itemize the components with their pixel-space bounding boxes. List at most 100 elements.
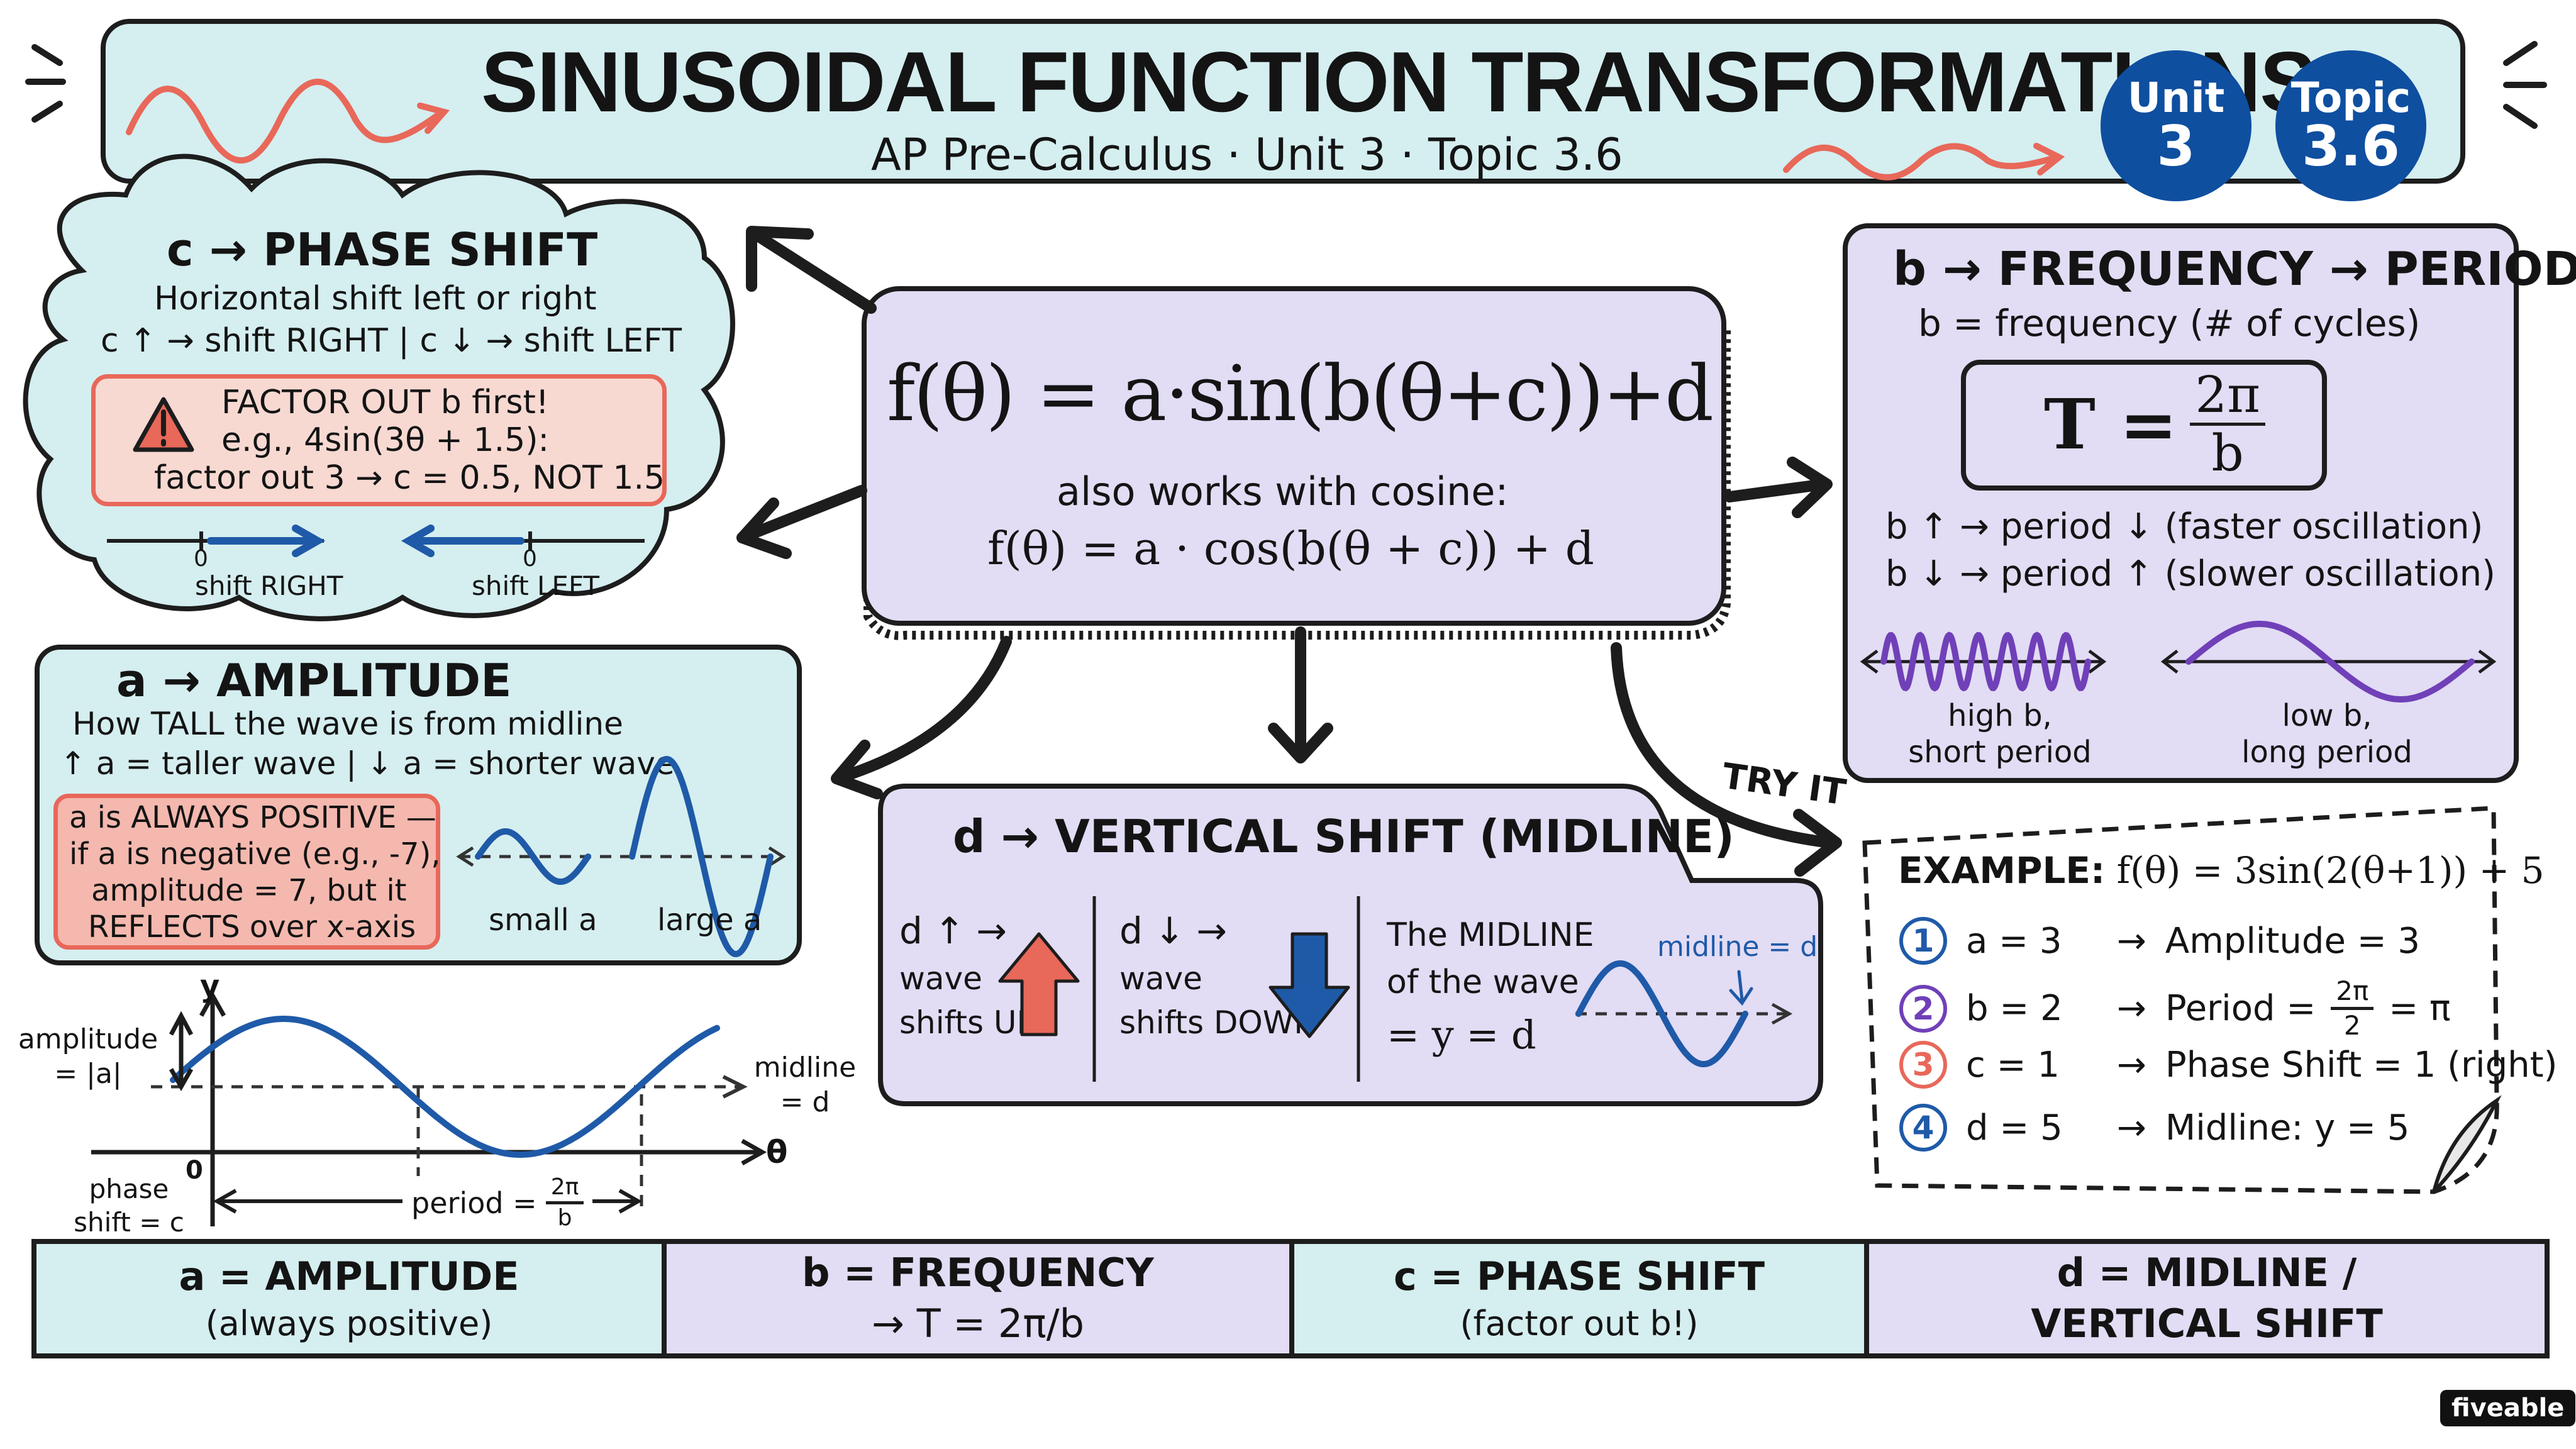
- graph-phase-label: phase shift = c: [69, 1173, 189, 1239]
- graph-amplitude-label-2: = |a|: [54, 1058, 122, 1090]
- shift-right-zero: 0: [194, 546, 208, 572]
- graph-period-text: period =: [411, 1185, 537, 1220]
- shift-up-text: d ↑ → wave shifts UP: [899, 906, 1036, 1045]
- unit-badge-label: Unit: [2127, 74, 2225, 122]
- midline-text-2: of the wave: [1387, 963, 1579, 1002]
- graph-amplitude-label: amplitude = |a|: [13, 1022, 164, 1091]
- graph-midline-label: midline = d: [745, 1050, 865, 1119]
- small-a-label: small a: [489, 902, 597, 938]
- low-b-label: low b, long period: [2233, 698, 2421, 770]
- graph-theta-label: θ: [766, 1134, 788, 1170]
- step-2-arrow: →: [2117, 988, 2146, 1029]
- step-2-left: b = 2: [1966, 988, 2063, 1029]
- graph-period-fraction: 2π b: [545, 1176, 584, 1231]
- step-1-number: 1: [1899, 917, 1947, 965]
- graph-period-den: b: [557, 1205, 572, 1231]
- example-step-4: 4 d = 5 → Midline: y = 5: [1899, 1104, 2409, 1152]
- frequency-line1: b = frequency (# of cycles): [1918, 302, 2421, 345]
- high-b-wave: [1880, 631, 2091, 692]
- footer-frequency-1: b = FREQUENCY: [802, 1250, 1154, 1296]
- frequency-line2: b ↑ → period ↓ (faster oscillation): [1885, 506, 2484, 547]
- header-wave-right: [1783, 143, 2060, 180]
- amplitude-warning-4: REFLECTS over x-axis: [88, 909, 416, 945]
- header-banner: [101, 19, 2465, 184]
- period-denominator: b: [2211, 424, 2244, 482]
- unit-badge-value: 3: [2157, 114, 2196, 179]
- step-3-number: 3: [1899, 1041, 1947, 1089]
- step-3-arrow: →: [2117, 1044, 2146, 1085]
- graph-y-label: y: [200, 969, 220, 1004]
- footer-frequency: b = FREQUENCY → T = 2π/b: [662, 1239, 1294, 1358]
- phase-warning-line2: e.g., 4sin(3θ + 1.5):: [221, 421, 550, 459]
- arrow-to-frequency: [1724, 479, 1829, 502]
- step-4-arrow: →: [2117, 1107, 2146, 1148]
- center-formula-box: [862, 286, 1726, 626]
- step-2-den: 2: [2343, 1010, 2361, 1041]
- amplitude-warning-1: a is ALWAYS POSITIVE —: [69, 800, 436, 835]
- main-formula: f(θ) = a·sin(b(θ+c))+d: [887, 349, 1714, 438]
- footer-phase: c = PHASE SHIFT (factor out b!): [1289, 1239, 1869, 1358]
- amplitude-warning: [53, 794, 440, 950]
- step-1-arrow: →: [2117, 920, 2146, 962]
- period-formula-lhs: T =: [2044, 384, 2178, 465]
- period-numerator: 2π: [2190, 370, 2265, 426]
- emphasis-marks-right: [2503, 41, 2547, 129]
- step-4-number: 4: [1899, 1104, 1947, 1152]
- shift-down-text: d ↓ → wave shifts DOWN: [1119, 906, 1318, 1045]
- footer-midline: d = MIDLINE / VERTICAL SHIFT: [1864, 1239, 2550, 1358]
- amplitude-warning-3: amplitude = 7, but it: [91, 873, 407, 908]
- cosine-note: also works with cosine:: [1057, 469, 1509, 514]
- step-2-fraction: 2π 2: [2331, 978, 2374, 1041]
- example-step-3: 3 c = 1 → Phase Shift = 1 (right): [1899, 1041, 2557, 1089]
- phase-warning-line1: FACTOR OUT b first!: [221, 384, 549, 421]
- arrow-to-example: [1611, 642, 1836, 848]
- step-1-left: a = 3: [1966, 920, 2062, 962]
- large-a-wave: [629, 755, 774, 958]
- low-b-label-2: long period: [2241, 734, 2412, 770]
- high-b-label-2: short period: [1908, 734, 2092, 770]
- example-step-1: 1 a = 3 → Amplitude = 3: [1899, 917, 2420, 965]
- amplitude-line2: ↑ a = taller wave | ↓ a = shorter wave: [60, 745, 675, 782]
- shift-down-3: shifts DOWN: [1119, 1004, 1318, 1041]
- frequency-box: [1843, 223, 2519, 783]
- high-b-label: high b, short period: [1906, 698, 2094, 770]
- frequency-line3: b ↓ → period ↑ (slower oscillation): [1885, 553, 2496, 594]
- graph-origin-label: 0: [186, 1156, 203, 1185]
- large-a-label: large a: [657, 902, 762, 938]
- graph-phase-label-1: phase: [89, 1174, 169, 1204]
- shift-up-3: shifts UP: [899, 1004, 1036, 1041]
- phase-shift-line2: c ↑ → shift RIGHT | c ↓ → shift LEFT: [101, 322, 682, 360]
- graph-midline-label-1: midline: [753, 1052, 857, 1084]
- phase-shift-heading: c → PHASE SHIFT: [167, 223, 598, 276]
- amplitude-line1: How TALL the wave is from midline: [72, 706, 623, 742]
- topic-badge-value: 3.6: [2302, 114, 2400, 179]
- midline-text: The MIDLINE of the wave = y = d: [1387, 912, 1594, 1063]
- header-wave-right-arrowhead: [2033, 143, 2065, 175]
- high-b-label-1: high b,: [1948, 698, 2052, 733]
- period-fraction: 2π b: [2190, 370, 2265, 479]
- shift-left-zero: 0: [523, 546, 537, 572]
- graph-period-label: period = 2π b: [402, 1176, 593, 1231]
- example-heading-formula: f(θ) = 3sin(2(θ+1)) + 5: [2116, 849, 2545, 892]
- step-2-num: 2π: [2331, 978, 2374, 1010]
- amplitude-heading: a → AMPLITUDE: [116, 654, 512, 707]
- period-formula-box: [1961, 360, 2327, 491]
- example-step-2: 2 b = 2 → Period = 2π 2 = π: [1899, 978, 2451, 1039]
- frequency-heading: b → FREQUENCY → PERIOD: [1893, 242, 2576, 296]
- arrow-to-phase-shift: [752, 230, 877, 314]
- phase-warning-line3: factor out 3 → c = 0.5, NOT 1.5: [154, 459, 665, 497]
- arrow-to-amplitude: [736, 485, 867, 543]
- vertical-heading: d → VERTICAL SHIFT (MIDLINE): [953, 810, 1735, 863]
- example-heading-prefix: EXAMPLE:: [1898, 849, 2106, 892]
- shift-down-1: d ↓ →: [1119, 909, 1227, 952]
- midline-tag: midline = d: [1657, 931, 1818, 963]
- footer-amplitude-2: (always positive): [205, 1304, 493, 1344]
- shift-down-2: wave: [1119, 960, 1202, 997]
- graph-midline-label-2: = d: [780, 1086, 830, 1118]
- emphasis-marks-left: [25, 44, 66, 123]
- phase-shift-line1: Horizontal shift left or right: [154, 280, 597, 318]
